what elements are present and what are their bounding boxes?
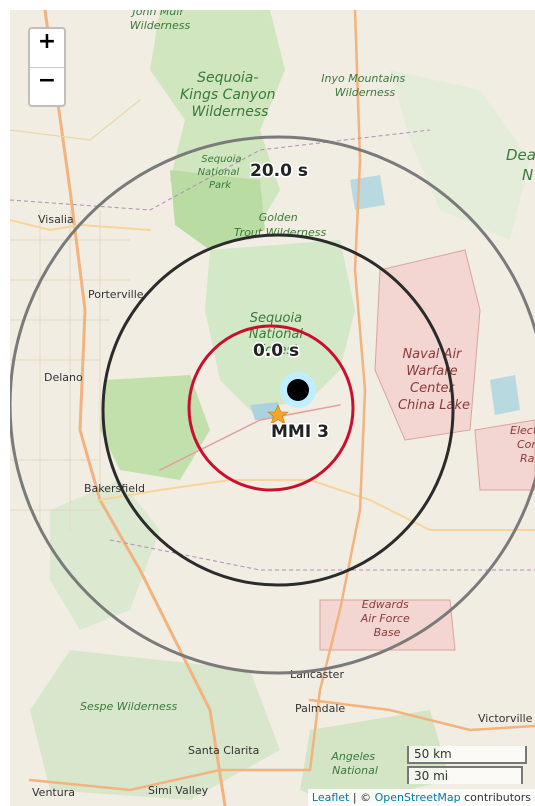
- city-porterville: Porterville: [88, 288, 144, 301]
- label-electric: Elect: [510, 424, 535, 437]
- svg-text:Sequoia National P: Sequoia National Park: [198, 154, 245, 191]
- ring-outer[interactable]: [10, 135, 535, 675]
- scale-bar: 50 km 30 mi: [407, 746, 527, 784]
- attribution-sep: | ©: [349, 791, 375, 804]
- zoom-out-button[interactable]: −: [37, 68, 57, 93]
- label-sequoia-np: National: [198, 167, 240, 178]
- attribution-tail: contributors: [460, 791, 531, 804]
- label-naval-air: Naval Air: [402, 347, 463, 362]
- label-edwards: Base: [374, 626, 401, 639]
- epicenter-marker[interactable]: [287, 379, 309, 401]
- label-naval-air: China Lake: [398, 398, 470, 413]
- label-electric: Con: [517, 438, 535, 451]
- attribution: Leaflet | © OpenStreetMap contributors: [307, 789, 535, 806]
- city-palmdale: Palmdale: [295, 702, 345, 715]
- leaflet-link[interactable]: Leaflet: [311, 791, 350, 804]
- svg-text:Elect Con Ra: Elect Con Ra: [510, 424, 535, 465]
- scale-mi: 30 mi: [407, 766, 523, 784]
- label-death-valley: N: [522, 166, 533, 184]
- label-john-muir: Wilderness: [130, 19, 191, 32]
- label-golden-trout: Golden: [259, 211, 298, 224]
- city-victorville: Victorville: [478, 712, 533, 725]
- label-sequoia-kings: Wilderness: [192, 104, 269, 120]
- svg-text:Sequoia- Kings Canyon: Sequoia- Kings Canyon Wilderness: [180, 70, 280, 120]
- label-middle-ring: 0.0 s: [253, 341, 299, 361]
- ring-inner[interactable]: [187, 324, 355, 492]
- label-sequoia-kings: Kings Canyon: [180, 87, 276, 103]
- zoom-in-button[interactable]: +: [30, 29, 64, 68]
- label-sequoia-kings: Sequoia-: [197, 70, 258, 86]
- label-edwards: Edwards: [362, 598, 409, 611]
- label-sequoia-np: Park: [209, 180, 232, 191]
- city-bakersfield: Bakersfield: [84, 482, 145, 495]
- station-star-icon[interactable]: [267, 404, 289, 425]
- map-viewport[interactable]: John Muir Wilderness Sequoia- Kings Cany…: [10, 10, 535, 806]
- city-visalia: Visalia: [38, 213, 74, 226]
- label-sequoia-nf: National: [249, 327, 304, 342]
- city-simi-valley: Simi Valley: [148, 784, 209, 797]
- label-naval-air: Center: [410, 381, 455, 396]
- label-john-muir: John Muir: [131, 10, 186, 18]
- label-inyo: Wilderness: [335, 86, 396, 99]
- svg-text:Dea N: Dea N: [506, 146, 535, 184]
- label-inyo: Inyo Mountains: [321, 72, 405, 85]
- ring-middle[interactable]: [101, 233, 455, 587]
- label-angeles: National: [332, 764, 378, 777]
- label-edwards: Air Force: [360, 612, 410, 625]
- scale-km: 50 km: [407, 746, 527, 764]
- svg-text:John Muir Wilderness: John Muir Wilderness: [130, 10, 191, 32]
- city-delano: Delano: [44, 371, 83, 384]
- label-sequoia-np: Sequoia: [201, 154, 241, 165]
- label-sespe: Sespe Wilderness: [80, 700, 177, 713]
- svg-text:Inyo Mountains Wildernes: Inyo Mountains Wilderness: [321, 72, 408, 99]
- label-sequoia-nf: Sequoia: [250, 311, 302, 326]
- label-intensity: MMI 3: [271, 422, 329, 442]
- label-angeles: Angeles: [330, 750, 375, 763]
- label-naval-air: Warfare: [406, 364, 457, 379]
- zoom-control: + −: [28, 27, 66, 107]
- svg-text:Edwards Air Force: Edwards Air Force Base: [360, 598, 414, 639]
- label-electric: Ra: [520, 452, 535, 465]
- city-santa-clarita: Santa Clarita: [188, 744, 259, 757]
- svg-text:Sequoia National F: Sequoia National Forest: [249, 311, 307, 358]
- osm-link[interactable]: OpenStreetMap: [374, 791, 461, 804]
- basemap: John Muir Wilderness Sequoia- Kings Cany…: [10, 10, 535, 806]
- label-sequoia-nf: Forest: [258, 343, 300, 358]
- svg-text:Angeles National: Angeles National: [330, 750, 378, 777]
- label-death-valley: Dea: [506, 146, 535, 164]
- city-ventura: Ventura: [32, 786, 75, 799]
- label-outer-ring: 20.0 s: [250, 161, 308, 181]
